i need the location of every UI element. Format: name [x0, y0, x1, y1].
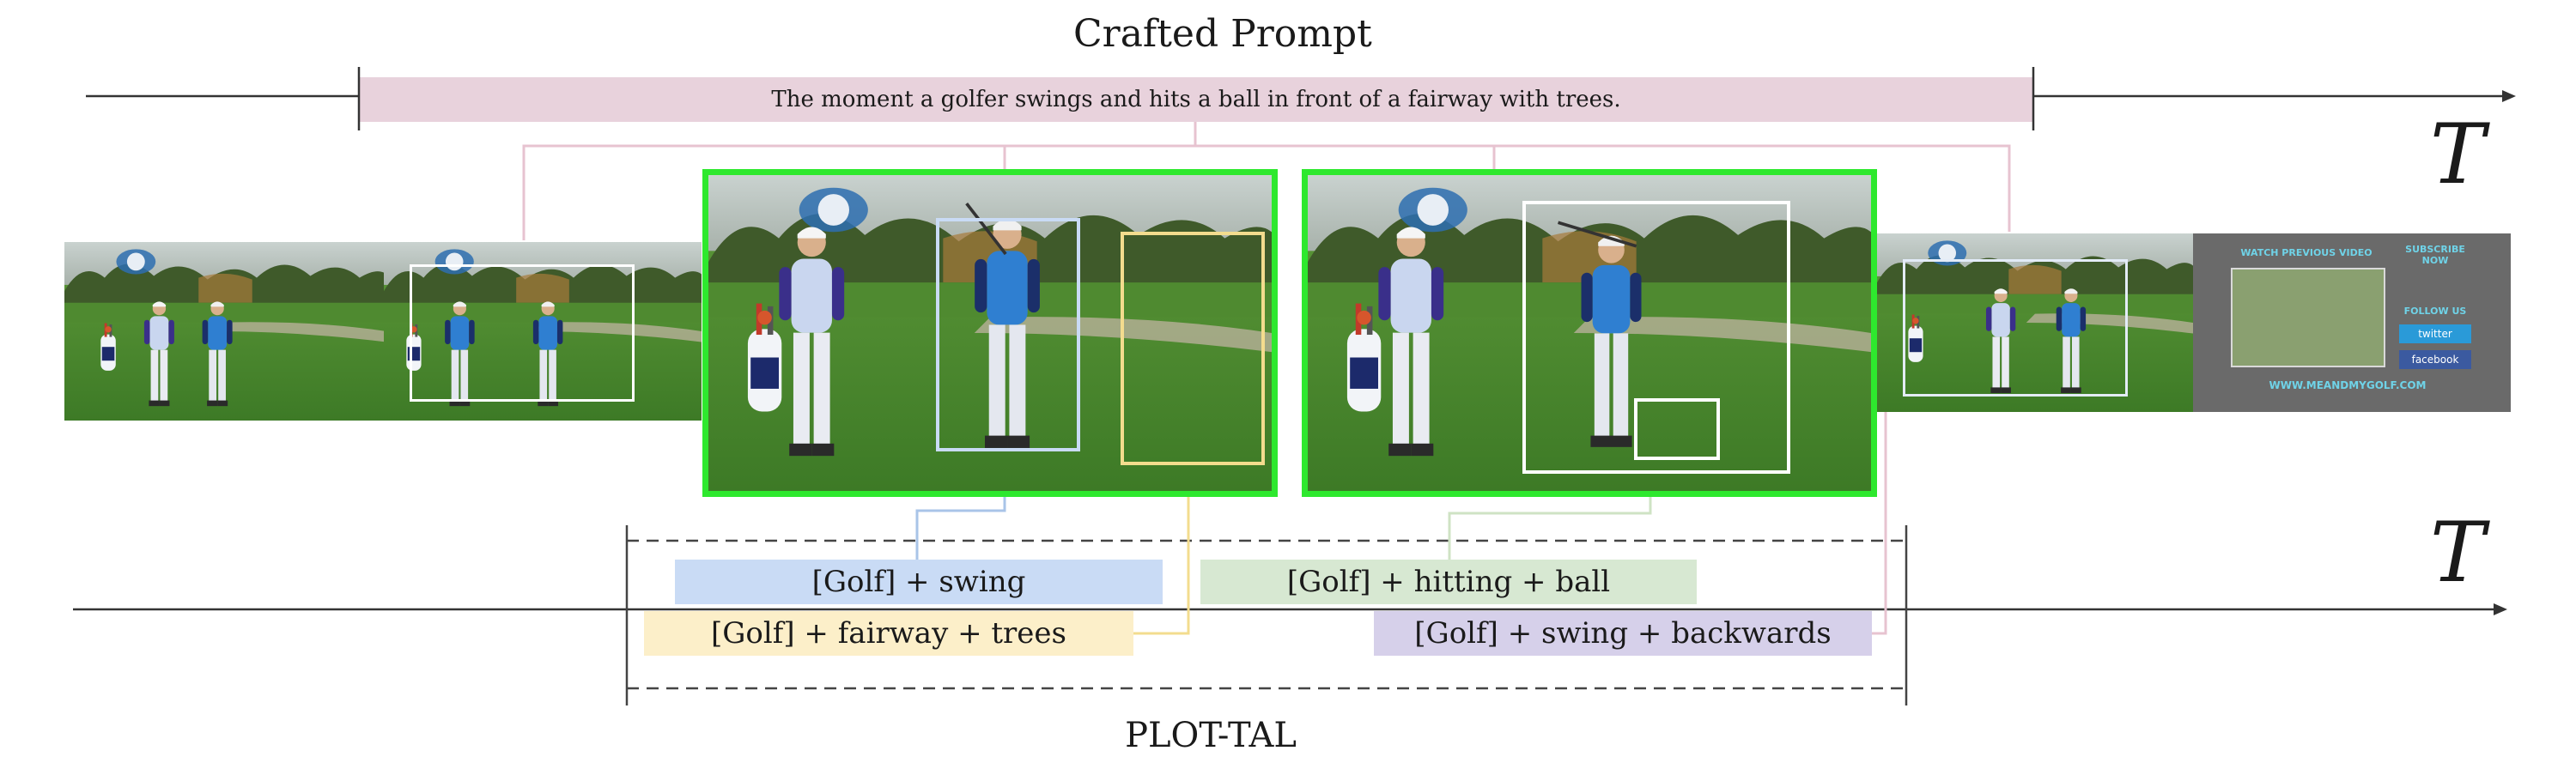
video-frame-2 [384, 242, 702, 421]
frame-5-detection-box [1903, 259, 2128, 397]
video-frame-4-key [1302, 169, 1877, 497]
prompt-connector-left [522, 144, 2011, 240]
end-card-follow: FOLLOW US [2403, 306, 2467, 317]
diagram-title: Crafted Prompt [1073, 12, 1372, 56]
frame-3-scene [708, 175, 1272, 491]
ball-box [1634, 398, 1720, 460]
tag-fairway-trees: [Golf] + fairway + trees [644, 611, 1133, 656]
top-axis-arrow [2502, 90, 2516, 102]
end-card-subscribe[interactable]: SUBSCRIBE NOW [2405, 244, 2465, 266]
fairway-connector [1133, 459, 1190, 635]
video-frame-1 [64, 242, 386, 421]
tag-hitting-ball: [Golf] + hitting + ball [1200, 560, 1697, 604]
fairway-box [1121, 232, 1265, 465]
tag-swing: [Golf] + swing [675, 560, 1163, 604]
top-time-label: T [2430, 106, 2486, 203]
bottom-axis-arrow [2494, 603, 2507, 615]
facebook-button[interactable]: facebook [2399, 350, 2471, 369]
plot-tal-label: PLOT-TAL [1125, 716, 1297, 755]
bottom-time-label: T [2430, 505, 2486, 601]
video-frame-6-end-card: WATCH PREVIOUS VIDEO SUBSCRIBE NOW FOLLO… [2193, 233, 2511, 412]
frame-2-detection-box [410, 264, 635, 402]
end-card-previous[interactable]: WATCH PREVIOUS VIDEO [2240, 247, 2372, 258]
frame-4-scene [1308, 175, 1871, 491]
twitter-button[interactable]: twitter [2399, 324, 2471, 343]
tag-swing-backwards: [Golf] + swing + backwards [1374, 611, 1872, 656]
backwards-box [1522, 201, 1790, 474]
end-card-thumbnail [2231, 268, 2385, 367]
prompt-bar: The moment a golfer swings and hits a ba… [359, 77, 2033, 122]
frame-1-scene [64, 242, 386, 421]
end-card-url[interactable]: WWW.MEANDMYGOLF.COM [2269, 379, 2427, 391]
video-frame-5 [1877, 233, 2193, 412]
swing-box [936, 218, 1080, 451]
video-frame-3-key [702, 169, 1278, 497]
